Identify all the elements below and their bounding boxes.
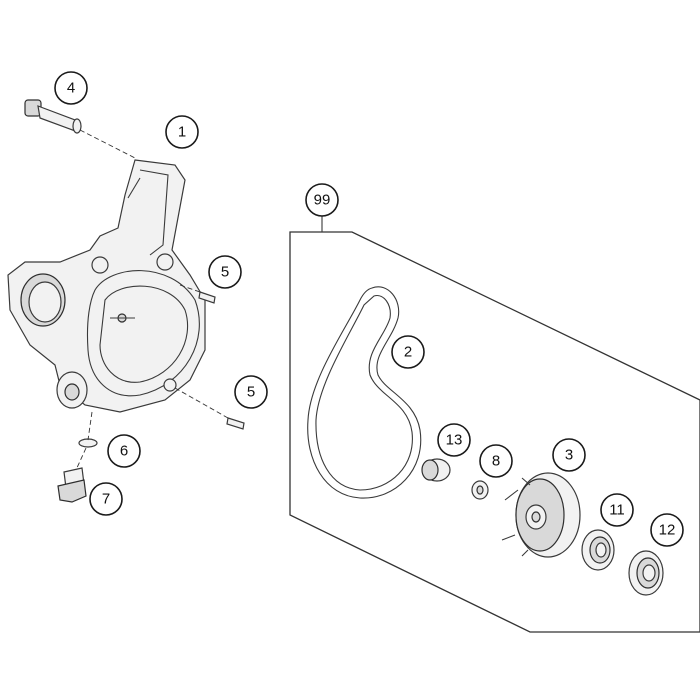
belt-part-2: [307, 286, 422, 499]
impeller-part-3: [501, 472, 581, 558]
svg-text:5: 5: [221, 264, 229, 281]
callout-5-lower: 5: [234, 375, 268, 409]
callout-2: 2: [391, 335, 425, 369]
belt-part-2-inner: [315, 295, 413, 491]
svg-text:99: 99: [314, 192, 331, 209]
svg-text:6: 6: [120, 443, 128, 460]
callout-7: 7: [89, 482, 123, 516]
callout-13: 13: [437, 423, 471, 457]
svg-text:7: 7: [102, 491, 110, 508]
bushing-part-13: [421, 458, 451, 482]
callout-3: 3: [552, 438, 586, 472]
callout-11: 11: [600, 493, 634, 527]
callout-6: 6: [107, 434, 141, 468]
svg-text:5: 5: [247, 384, 255, 401]
svg-text:11: 11: [609, 502, 625, 519]
callout-99: 99: [305, 183, 339, 217]
pin-part-5-lower: [226, 417, 245, 430]
svg-text:3: 3: [565, 447, 573, 464]
leader-7: [75, 447, 87, 471]
pump-housing: [7, 159, 206, 413]
bolt-part-4: [24, 99, 82, 134]
svg-text:4: 4: [67, 80, 75, 97]
callout-5-upper: 5: [208, 255, 242, 289]
leader-5-upper: [179, 284, 201, 293]
kit-frame: [289, 231, 700, 633]
callout-1: 1: [165, 115, 199, 149]
svg-text:8: 8: [492, 453, 500, 470]
callout-12: 12: [650, 513, 684, 547]
leader-4: [79, 129, 136, 159]
svg-text:13: 13: [446, 432, 463, 449]
drain-plug-part-7: [57, 467, 87, 503]
seal-part-11: [581, 529, 615, 571]
leader-6: [87, 411, 93, 441]
oring-part-6: [78, 438, 98, 448]
pin-part-5-upper: [198, 291, 216, 304]
callout-4: 4: [54, 71, 88, 105]
washer-part-8: [471, 480, 489, 500]
svg-text:1: 1: [178, 124, 186, 141]
leader-5-lower: [174, 387, 229, 419]
callout-8: 8: [479, 444, 513, 478]
svg-text:12: 12: [659, 522, 676, 539]
svg-text:2: 2: [404, 344, 412, 361]
bearing-part-12: [628, 550, 664, 596]
